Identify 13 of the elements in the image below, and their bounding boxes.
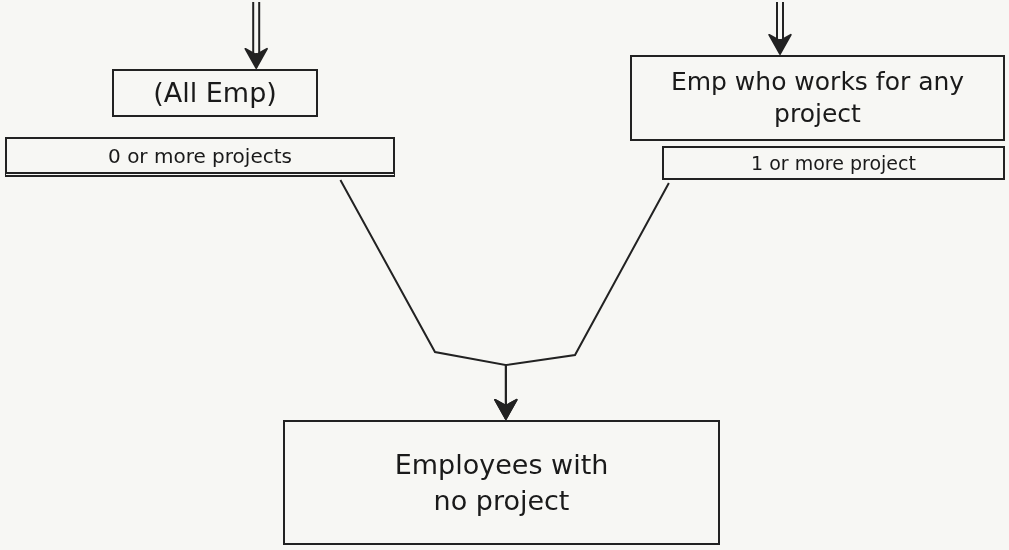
box-text: 0 or more projects	[108, 142, 292, 169]
text-box	[662, 146, 1005, 180]
box-text: Emp who works for any project	[669, 65, 966, 130]
text-box	[5, 137, 395, 177]
box-text: Employees with no project	[393, 448, 610, 518]
arrow	[244, 1, 268, 69]
text-box	[283, 420, 720, 545]
box-text: (All Emp)	[153, 76, 277, 111]
text-box	[630, 55, 1005, 141]
arrow	[768, 1, 792, 55]
text-box	[112, 69, 318, 117]
box-text: 1 or more project	[751, 150, 916, 176]
arrow	[494, 182, 670, 420]
